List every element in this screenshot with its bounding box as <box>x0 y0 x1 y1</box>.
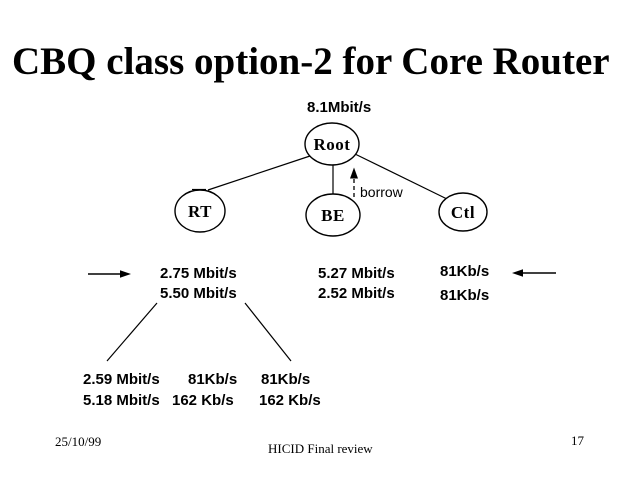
leaf-rate-label: 5.18 Mbit/s <box>83 392 160 409</box>
tree-nodes <box>174 122 488 237</box>
be-rate-label-1: 5.27 Mbit/s <box>318 265 395 282</box>
edge-rt-leaf-right <box>244 302 292 362</box>
ctl-node-label: Ctl <box>450 203 476 222</box>
be-node-label: BE <box>321 206 345 225</box>
edge-root-rt <box>207 155 311 191</box>
leaf-rate-label: 162 Kb/s <box>259 392 321 409</box>
leaf-rate-label: 162 Kb/s <box>172 392 234 409</box>
footer-page-number: 17 <box>571 433 584 448</box>
rt-rate-label-2: 5.50 Mbit/s <box>160 285 237 302</box>
leaf-rate-label: 81Kb/s <box>261 371 311 388</box>
right-arrow-head <box>512 269 523 277</box>
right-inbound-arrow-icon <box>512 269 556 277</box>
be-node-circle <box>305 193 361 237</box>
page-title: CBQ class option-2 for Core Router <box>12 40 610 83</box>
rt-node-circle <box>174 189 226 233</box>
edge-rt-leaf-left <box>106 302 158 362</box>
rt-rate-label-1: 2.75 Mbit/s <box>160 265 237 282</box>
root-node-circle <box>304 122 360 166</box>
ctl-rate-label-1: 81Kb/s <box>440 263 490 280</box>
leaf-rate-label: 81Kb/s <box>188 371 238 388</box>
ctl-rate-label-2: 81Kb/s <box>440 287 490 304</box>
borrow-arrow-head <box>350 167 358 179</box>
rt-node-label: RT <box>187 202 213 221</box>
footer-title: HICID Final review <box>268 441 373 456</box>
left-arrow-head <box>120 270 131 278</box>
root-rate-label: 8.1Mbit/s <box>307 99 372 116</box>
left-inbound-arrow-icon <box>88 270 131 278</box>
edge-root-ctl <box>354 153 448 200</box>
leaf-rate-label: 2.59 Mbit/s <box>83 371 160 388</box>
footer-date: 25/10/99 <box>55 434 102 449</box>
ctl-node-circle <box>438 192 488 232</box>
borrow-arrow-icon <box>350 167 358 197</box>
root-node-label: Root <box>313 135 351 154</box>
borrow-label: borrow <box>360 184 403 200</box>
be-rate-label-2: 2.52 Mbit/s <box>318 285 395 302</box>
